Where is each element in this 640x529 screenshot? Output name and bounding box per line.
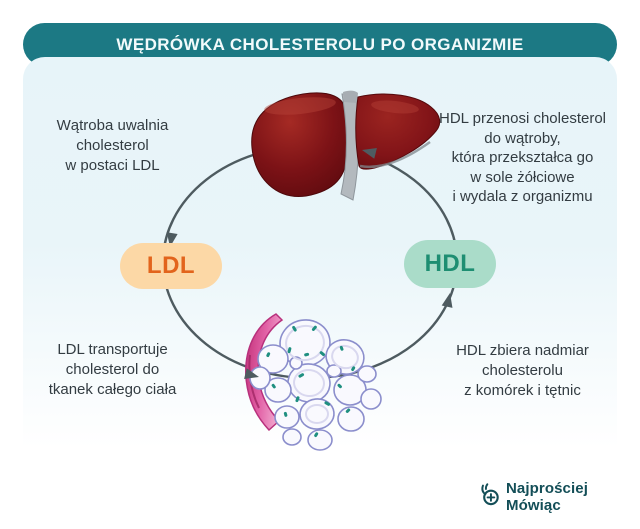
page-title: WĘDRÓWKA CHOLESTEROLU PO ORGANIZMIE (116, 34, 524, 54)
brand-name: Najprościej Mówiąc (506, 480, 588, 514)
ldl-badge: LDL (120, 243, 222, 289)
step-line: z komórek i tętnic (464, 382, 581, 399)
fat-cells-illustration (245, 313, 382, 451)
stethoscope-plus-icon (477, 482, 502, 513)
arrowhead-hdl-to-liver (362, 148, 377, 159)
liver-illustration (251, 90, 441, 201)
step-text-hdl-to-liver: HDL przenosi cholesterol do wątroby, któ… (420, 109, 625, 207)
step-line: tkanek całego ciała (48, 381, 177, 398)
step-line: Wątroba uwalnia (56, 117, 169, 134)
step-line: HDL zbiera nadmiar (456, 342, 589, 359)
step-line: do wątroby, (484, 129, 561, 147)
step-text-hdl-collect: HDL zbiera nadmiar cholesterolu z komóre… (425, 341, 620, 401)
brand-logo: Najprościej Mówiąc (477, 480, 640, 514)
step-line: w sole żółciowe (470, 168, 575, 186)
step-line: i wydala z organizmu (452, 188, 593, 205)
step-line: cholesterolu (482, 362, 563, 379)
step-line: cholesterol (76, 137, 149, 154)
step-line: która przekształca go (451, 149, 594, 166)
step-line: w postaci LDL (65, 157, 160, 174)
hdl-badge-label: HDL (424, 250, 476, 277)
ldl-badge-label: LDL (146, 252, 196, 279)
step-line: cholesterol do (65, 361, 160, 378)
step-text-liver-release: Wątroba uwalnia cholesterol w postaci LD… (20, 116, 205, 176)
step-text-ldl-transport: LDL transportuje cholesterol do tkanek c… (20, 340, 205, 400)
arrowhead-cells-to-hdl (441, 293, 453, 308)
step-line: HDL przenosi cholesterol (438, 110, 607, 127)
hdl-badge: HDL (404, 240, 496, 288)
step-line: LDL transportuje (57, 341, 168, 358)
arrowhead-ldl-to-cells (244, 368, 259, 379)
